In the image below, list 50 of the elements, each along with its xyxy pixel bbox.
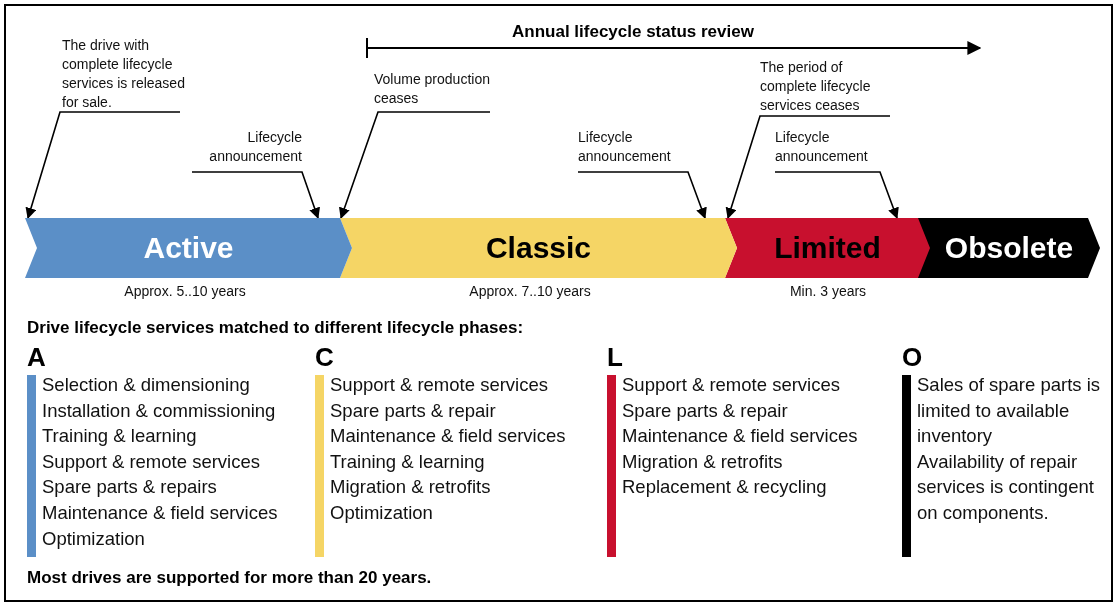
duration-label: Approx. 7..10 years: [468, 283, 592, 299]
leader-line: [339, 111, 491, 220]
callout-text: Volume production ceases: [374, 70, 491, 108]
callout-text: The drive with complete lifecycle services is released for sale.: [62, 36, 186, 112]
service-item: Sales of spare parts is limited to available inventory: [917, 373, 1102, 449]
phase-name: Obsolete: [944, 231, 1074, 265]
service-item: Maintenance & field services: [330, 424, 567, 449]
duration-label: Min. 3 years: [788, 283, 868, 299]
phase-band: [340, 218, 737, 278]
phase-name: Classic: [485, 231, 592, 265]
service-item: Migration & retrofits: [622, 449, 784, 474]
service-item: Selection & dimensioning: [42, 373, 251, 397]
service-item: Support & remote services: [42, 449, 261, 474]
leader-line: [577, 171, 707, 220]
phase-name: Active: [143, 231, 234, 265]
title: Annual lifecycle status review: [512, 22, 754, 42]
leader-line: [725, 115, 891, 220]
service-item: Availability of repair services is contingent on components.: [917, 449, 1095, 525]
footnote: Most drives are supported for more than 20 years.: [27, 568, 432, 588]
phase-letter: A: [27, 342, 47, 372]
phase-letter: L: [607, 342, 624, 372]
service-item: Replacement & recycling: [622, 475, 828, 500]
callout-text: The period of complete lifecycle services ceases: [760, 58, 872, 115]
service-item: Maintenance & field services: [42, 500, 279, 525]
service-item: Training & learning: [42, 424, 198, 449]
service-item: Optimization: [330, 500, 434, 525]
section-heading: Drive lifecycle services matched to different lifecycle phases:: [27, 318, 524, 338]
leader-line: [774, 171, 899, 220]
duration-label: Approx. 5..10 years: [123, 283, 247, 299]
service-item: Spare parts & repairs: [42, 475, 218, 500]
phase-band: [918, 218, 1100, 278]
callout-text: Lifecycle announcement: [208, 128, 302, 166]
service-item: Installation & commissioning: [42, 398, 277, 423]
phase-name: Limited: [774, 231, 881, 265]
callout-text: Lifecycle announcement: [578, 128, 672, 166]
service-item: Spare parts & repair: [622, 398, 789, 423]
service-item: Maintenance & field services: [622, 424, 859, 449]
service-item: Migration & retrofits: [330, 475, 492, 500]
phase-band: [25, 218, 352, 278]
phase-band: [725, 218, 930, 278]
service-item: Optimization: [42, 526, 146, 551]
service-item: Support & remote services: [622, 373, 841, 397]
phase-letter: C: [315, 342, 335, 372]
leader-line: [25, 111, 181, 220]
service-item: Spare parts & repair: [330, 398, 497, 423]
leader-line: [191, 171, 320, 220]
service-item: Training & learning: [330, 449, 486, 474]
callout-text: Lifecycle announcement: [775, 128, 869, 166]
service-item: Support & remote services: [330, 373, 549, 397]
phase-letter: O: [902, 342, 924, 372]
